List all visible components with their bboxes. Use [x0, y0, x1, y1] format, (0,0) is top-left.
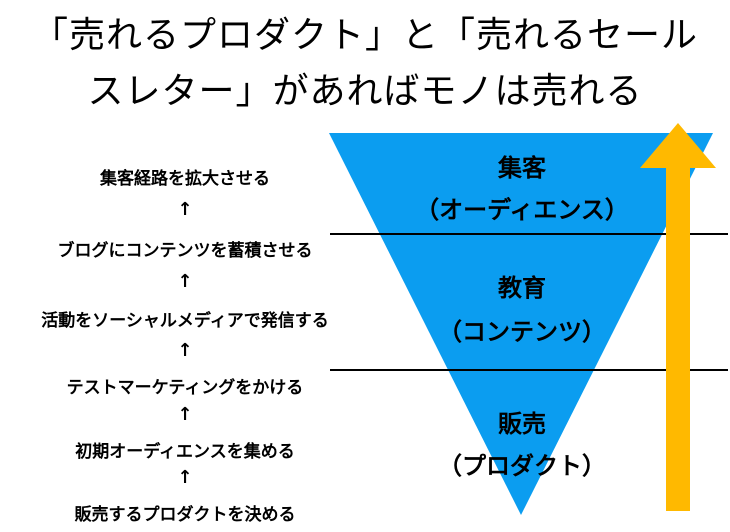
up-arrow-icon: ↑ — [177, 404, 193, 425]
funnel-level-sales: 販売 — [498, 410, 546, 438]
growth-arrow-head — [640, 123, 716, 168]
funnel-level-education: 教育 — [498, 274, 546, 302]
step-test-marketing: テストマーケティングをかける — [66, 378, 304, 398]
step-social-media: 活動をソーシャルメディアで発信する — [41, 311, 329, 331]
funnel-level-acquisition: 集客 — [498, 154, 546, 182]
growth-arrow — [640, 123, 716, 511]
up-arrow-icon: ↑ — [177, 271, 193, 292]
title-line-2: スレター」があればモノは売れる — [87, 71, 643, 112]
funnel-level-acquisition-sub: （オーディエンス） — [415, 196, 629, 224]
up-arrow-icon: ↑ — [177, 467, 193, 488]
step-expand-channels: 集客経路を拡大させる — [100, 169, 270, 189]
funnel-level-education-sub: （コンテンツ） — [438, 318, 606, 346]
step-accumulate-content: ブログにコンテンツを蓄積させる — [57, 241, 313, 261]
step-decide-product: 販売するプロダクトを決める — [74, 505, 296, 525]
funnel-triangle — [329, 133, 713, 515]
up-arrow-icon: ↑ — [177, 340, 193, 361]
growth-arrow-shaft — [666, 168, 690, 511]
title-line-1: 「売れるプロダクト」と「売れるセール — [31, 15, 698, 56]
funnel-level-sales-sub: （プロダクト） — [438, 452, 606, 480]
up-arrow-icon: ↑ — [177, 199, 193, 220]
step-gather-audience: 初期オーディエンスを集める — [75, 442, 295, 462]
